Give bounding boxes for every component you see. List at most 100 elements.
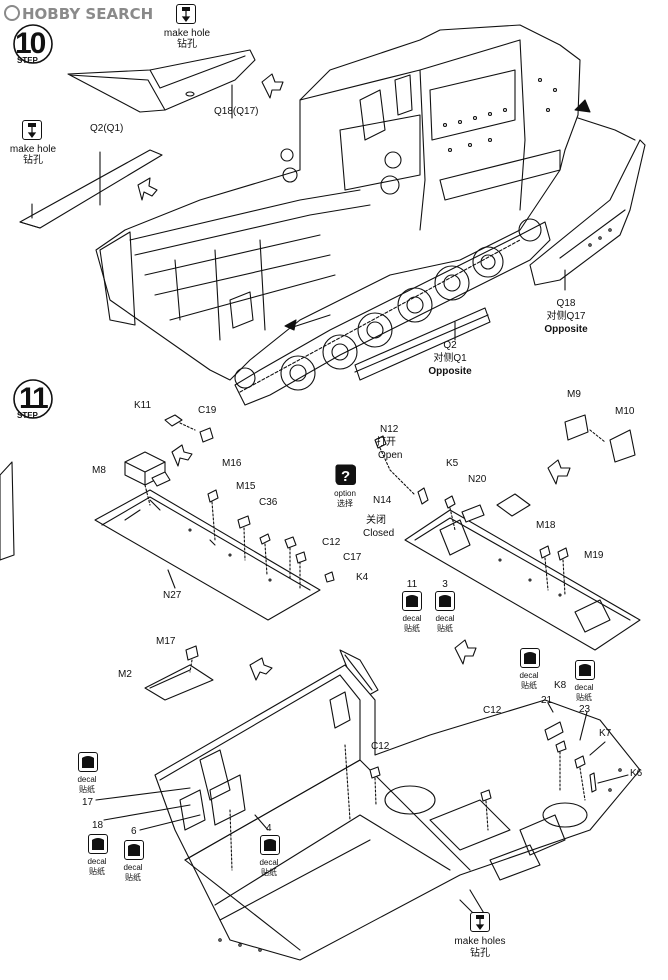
- open-label-en: Open: [378, 450, 403, 461]
- part-q2-plate-bottom: [354, 307, 491, 381]
- decal-number-3: 3: [442, 579, 448, 590]
- decal-label-zh: 贴纸: [521, 681, 537, 690]
- part-k8: [555, 740, 567, 753]
- part-label-q2-q1: Q2(Q1): [90, 123, 124, 134]
- watermark-text: HOBBY SEARCH: [22, 5, 154, 23]
- decal-number-21: 21: [541, 695, 553, 706]
- drill-icon: [470, 912, 490, 932]
- decal-label-en: decal: [402, 614, 422, 623]
- part-k5: [444, 495, 456, 509]
- watermark: HOBBY SEARCH: [4, 5, 153, 23]
- opposite-label-en: Opposite: [428, 366, 472, 377]
- decal-label-en: decal: [87, 857, 107, 866]
- decal-label-en: decal: [259, 858, 279, 867]
- part-m19: [557, 547, 569, 561]
- part-label-q17-opposite-zh: 对侧Q17: [546, 311, 586, 322]
- decal-number-11: 11: [406, 579, 418, 590]
- part-label-m18: M18: [536, 520, 556, 531]
- part-label-m9: M9: [567, 389, 581, 400]
- drill-icon: [22, 120, 42, 140]
- part-c12c: [480, 789, 492, 802]
- part-k11: [164, 414, 183, 427]
- part-right-panel: [404, 509, 641, 651]
- decal-number-17: 17: [82, 797, 94, 808]
- part-k6: [589, 772, 597, 793]
- step-10-label: STEP: [17, 56, 38, 65]
- part-c12b: [369, 766, 381, 779]
- open-label-zh: 打开: [376, 437, 396, 448]
- decal-number-18: 18: [92, 820, 104, 831]
- decal-label-en: decal: [519, 671, 539, 680]
- make-hole-label-en: make hole: [9, 144, 57, 155]
- part-c17: [295, 551, 307, 564]
- part-label-c12-center: C12: [371, 741, 390, 752]
- step-11-label: STEP: [17, 411, 38, 420]
- svg-text:?: ?: [341, 468, 350, 484]
- closed-label-en: Closed: [363, 528, 395, 539]
- part-label-q1-opposite-zh: 对侧Q1: [433, 353, 467, 364]
- part-label-m15: M15: [236, 481, 256, 492]
- drill-icon: [176, 4, 196, 24]
- decal-icon: [124, 840, 144, 860]
- arrow: [261, 73, 284, 99]
- part-m10: [609, 429, 636, 463]
- part-label-n20: N20: [468, 474, 487, 485]
- decal-icon: [260, 835, 280, 855]
- part-label-k5: K5: [446, 458, 459, 469]
- part-k4: [324, 571, 335, 583]
- decal-label-en: decal: [77, 775, 97, 784]
- part-label-n14: N14: [373, 495, 392, 506]
- option-label-zh: 选择: [337, 499, 353, 508]
- hull-body: [95, 24, 581, 381]
- part-label-q2: Q2: [443, 340, 457, 351]
- part-label-m16: M16: [222, 458, 242, 469]
- closed-label-zh: 关闭: [366, 515, 386, 526]
- part-c36: [259, 533, 271, 545]
- part-c19: [199, 427, 214, 443]
- part-q2-plate: [19, 149, 163, 229]
- part-c12a: [284, 536, 297, 549]
- decal-label-en: decal: [123, 863, 143, 872]
- decal-number-4: 4: [266, 823, 272, 834]
- make-holes-label-zh: 钻孔: [470, 948, 490, 959]
- opposite-label-en: Opposite: [544, 324, 588, 335]
- part-label-m19: M19: [584, 550, 604, 561]
- hobby-search-logo-icon: [4, 5, 20, 21]
- part-n12: [374, 435, 387, 449]
- part-label-c17: C17: [343, 552, 362, 563]
- decal-label-zh: 贴纸: [437, 624, 453, 633]
- decal-label-en: decal: [574, 683, 594, 692]
- part-n20: [461, 504, 485, 523]
- decal-number-6: 6: [131, 826, 137, 837]
- part-n14: [417, 487, 429, 505]
- part-label-k6: K6: [630, 768, 643, 779]
- part-m18: [539, 545, 551, 559]
- part-k7: [574, 755, 586, 769]
- part-label-k7: K7: [599, 728, 612, 739]
- question-mark-icon: ?: [336, 465, 356, 485]
- part-label-n27: N27: [163, 590, 182, 601]
- arrow: [137, 177, 158, 201]
- part-label-q18: Q18: [556, 298, 576, 309]
- part-label-k4: K4: [356, 572, 369, 583]
- step-10-badge: [13, 24, 53, 64]
- part-label-n12: N12: [380, 424, 399, 435]
- decal-icon: [520, 648, 540, 668]
- part-q18-fender-right: [529, 139, 646, 286]
- part-m17: [185, 645, 199, 661]
- part-m2: [144, 664, 214, 701]
- decal-label-zh: 贴纸: [576, 693, 592, 702]
- part-q18-fender-top: [67, 49, 256, 113]
- make-holes-label-en: make holes: [454, 936, 506, 947]
- part-m15: [237, 515, 251, 529]
- decal-icon: [575, 660, 595, 680]
- step-11-badge: [13, 379, 53, 419]
- part-n20-box: [496, 493, 531, 517]
- part-label-m17: M17: [156, 636, 176, 647]
- part-label-m2: M2: [118, 669, 132, 680]
- part-n27-panel: [94, 489, 321, 621]
- decal-label-zh: 贴纸: [79, 785, 95, 794]
- part-label-c19: C19: [198, 405, 217, 416]
- make-hole-label-zh: 钻孔: [23, 155, 43, 166]
- decal-label-zh: 贴纸: [89, 867, 105, 876]
